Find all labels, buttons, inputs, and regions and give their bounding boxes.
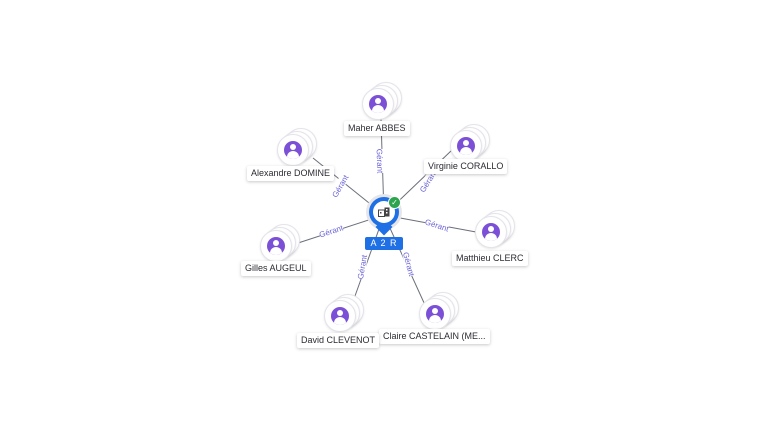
person-icon <box>426 305 444 323</box>
person-node-virginie-corallo[interactable] <box>450 124 490 162</box>
person-icon <box>284 141 302 159</box>
person-node-maher-abbes[interactable] <box>362 82 402 120</box>
person-bubble <box>260 230 292 262</box>
company-name[interactable]: A 2 R <box>365 237 403 250</box>
person-name-alexandre-domine[interactable]: Alexandre DOMINE <box>247 166 335 181</box>
person-node-gilles-augeul[interactable] <box>260 224 300 262</box>
edge-label-david: Gérant <box>356 254 369 280</box>
edge-label-gilles: Gérant <box>318 223 345 239</box>
edge-label-bg <box>375 148 386 174</box>
edge-label-maher: Gérant <box>375 149 385 175</box>
person-name-david-clevenot[interactable]: David CLEVENOT <box>297 333 380 348</box>
person-icon <box>457 137 475 155</box>
edge-label-matthieu: Gérant <box>424 217 451 233</box>
person-bubble <box>324 300 356 332</box>
person-node-alexandre-domine[interactable] <box>277 128 317 166</box>
person-bubble <box>450 130 482 162</box>
person-name-matthieu-clerc[interactable]: Matthieu CLERC <box>452 251 528 266</box>
edge-label-bg <box>424 216 450 233</box>
person-icon <box>369 95 387 113</box>
verified-check-icon: ✓ <box>388 196 401 209</box>
building-icon <box>378 207 390 217</box>
person-node-claire-castelain[interactable] <box>419 292 459 330</box>
edge-label-claire: Gérant <box>401 251 416 278</box>
person-node-matthieu-clerc[interactable] <box>475 210 515 248</box>
person-name-virginie-corallo[interactable]: Virginie CORALLO <box>424 159 508 174</box>
person-name-maher-abbes[interactable]: Maher ABBES <box>344 121 410 136</box>
person-icon <box>482 223 500 241</box>
person-name-gilles-augeul[interactable]: Gilles AUGEUL <box>241 261 311 276</box>
edge-label-bg <box>318 222 344 239</box>
person-icon <box>267 237 285 255</box>
edge-label-bg <box>354 254 369 280</box>
edge-label-bg <box>417 168 438 194</box>
edge-label-bg <box>329 173 350 199</box>
person-bubble <box>362 88 394 120</box>
person-bubble <box>277 134 309 166</box>
person-bubble <box>419 298 451 330</box>
person-node-david-clevenot[interactable] <box>324 294 364 332</box>
edge-label-bg <box>402 251 417 277</box>
person-name-claire-castelain[interactable]: Claire CASTELAIN (ME... <box>379 329 490 344</box>
person-icon <box>331 307 349 325</box>
person-bubble <box>475 216 507 248</box>
